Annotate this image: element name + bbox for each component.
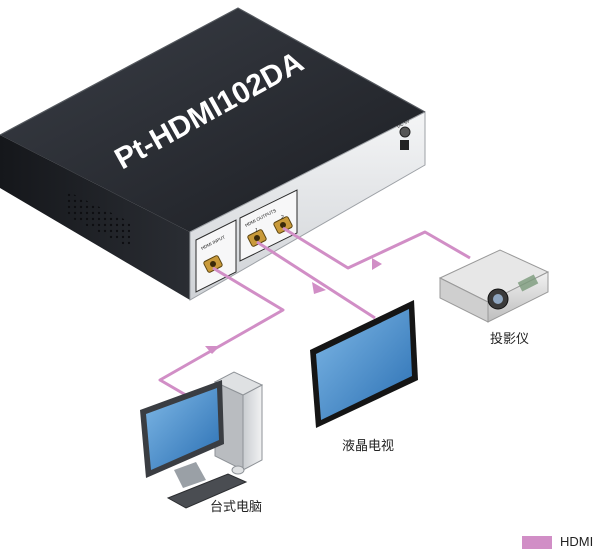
pc-mouse (231, 465, 245, 475)
pc-tower-front (242, 384, 263, 471)
projector (438, 249, 550, 323)
projector-side (439, 277, 489, 323)
pc-keyboard (166, 473, 248, 509)
legend-hdmi-label: HDMI (560, 534, 594, 549)
arrow-projector-cable (372, 258, 382, 270)
desktop-pc-label: 台式电脑 (210, 500, 263, 515)
pc-monitor-screen (146, 388, 219, 470)
arrow-pc-cable (205, 346, 220, 354)
tv-screen (316, 309, 412, 420)
power-switch (400, 140, 409, 150)
vent-grille (65, 190, 130, 248)
device-top-face (0, 8, 425, 232)
lcd-tv (310, 300, 418, 428)
pc-monitor-stand (174, 462, 206, 488)
power-label: DC 5V (396, 118, 410, 128)
pc-tower-top (213, 371, 264, 396)
output-port-1-number: 1 (255, 228, 258, 234)
desktop-pc (140, 371, 264, 509)
power-jack (399, 126, 411, 138)
arrow-tv-cable (312, 282, 326, 294)
output-port-2-number: 2 (281, 215, 284, 221)
projector-label: 投影仪 (490, 332, 530, 347)
lcd-tv-label: 液晶电视 (342, 439, 395, 454)
splitter-device: HDMI INPUT HDMI OUTPUTS 1 2 DC 5V Pt-HDM… (0, 7, 426, 301)
cable-output1-to-tv (256, 240, 376, 320)
legend-hdmi-swatch (522, 536, 552, 549)
cable-output2-to-projector (282, 226, 471, 270)
cable-arrows (205, 258, 382, 354)
